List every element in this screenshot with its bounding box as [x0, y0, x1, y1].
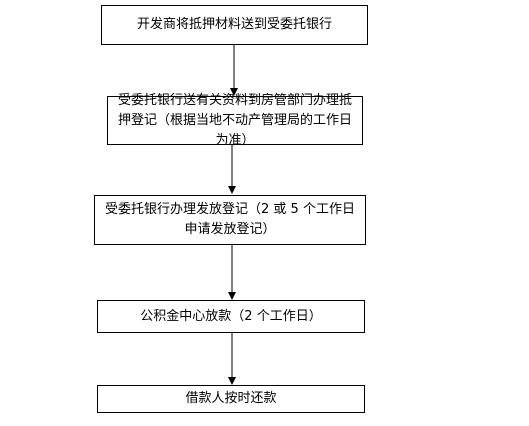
- flow-step-2-text: 受委托银行送有关资料到房管部门办理抵押登记（根据当地不动产管理局的工作日为准）: [117, 92, 352, 148]
- flow-step-5: 借款人按时还款: [97, 385, 365, 413]
- flow-step-1: 开发商将抵押材料送到受委托银行: [101, 5, 368, 45]
- flow-step-3-text: 受委托银行办理发放登记（2 或 5 个工作日申请发放登记）: [105, 202, 355, 237]
- flow-step-4: 公积金中心放款（2 个工作日）: [97, 300, 365, 333]
- flow-step-2: 受委托银行送有关资料到房管部门办理抵押登记（根据当地不动产管理局的工作日为准）: [107, 93, 363, 148]
- flow-step-4-text: 公积金中心放款（2 个工作日）: [140, 308, 322, 324]
- flow-step-3: 受委托银行办理发放登记（2 或 5 个工作日申请发放登记）: [94, 195, 366, 245]
- flow-step-1-text: 开发商将抵押材料送到受委托银行: [136, 17, 332, 32]
- flow-step-5-text: 借款人按时还款: [185, 391, 277, 406]
